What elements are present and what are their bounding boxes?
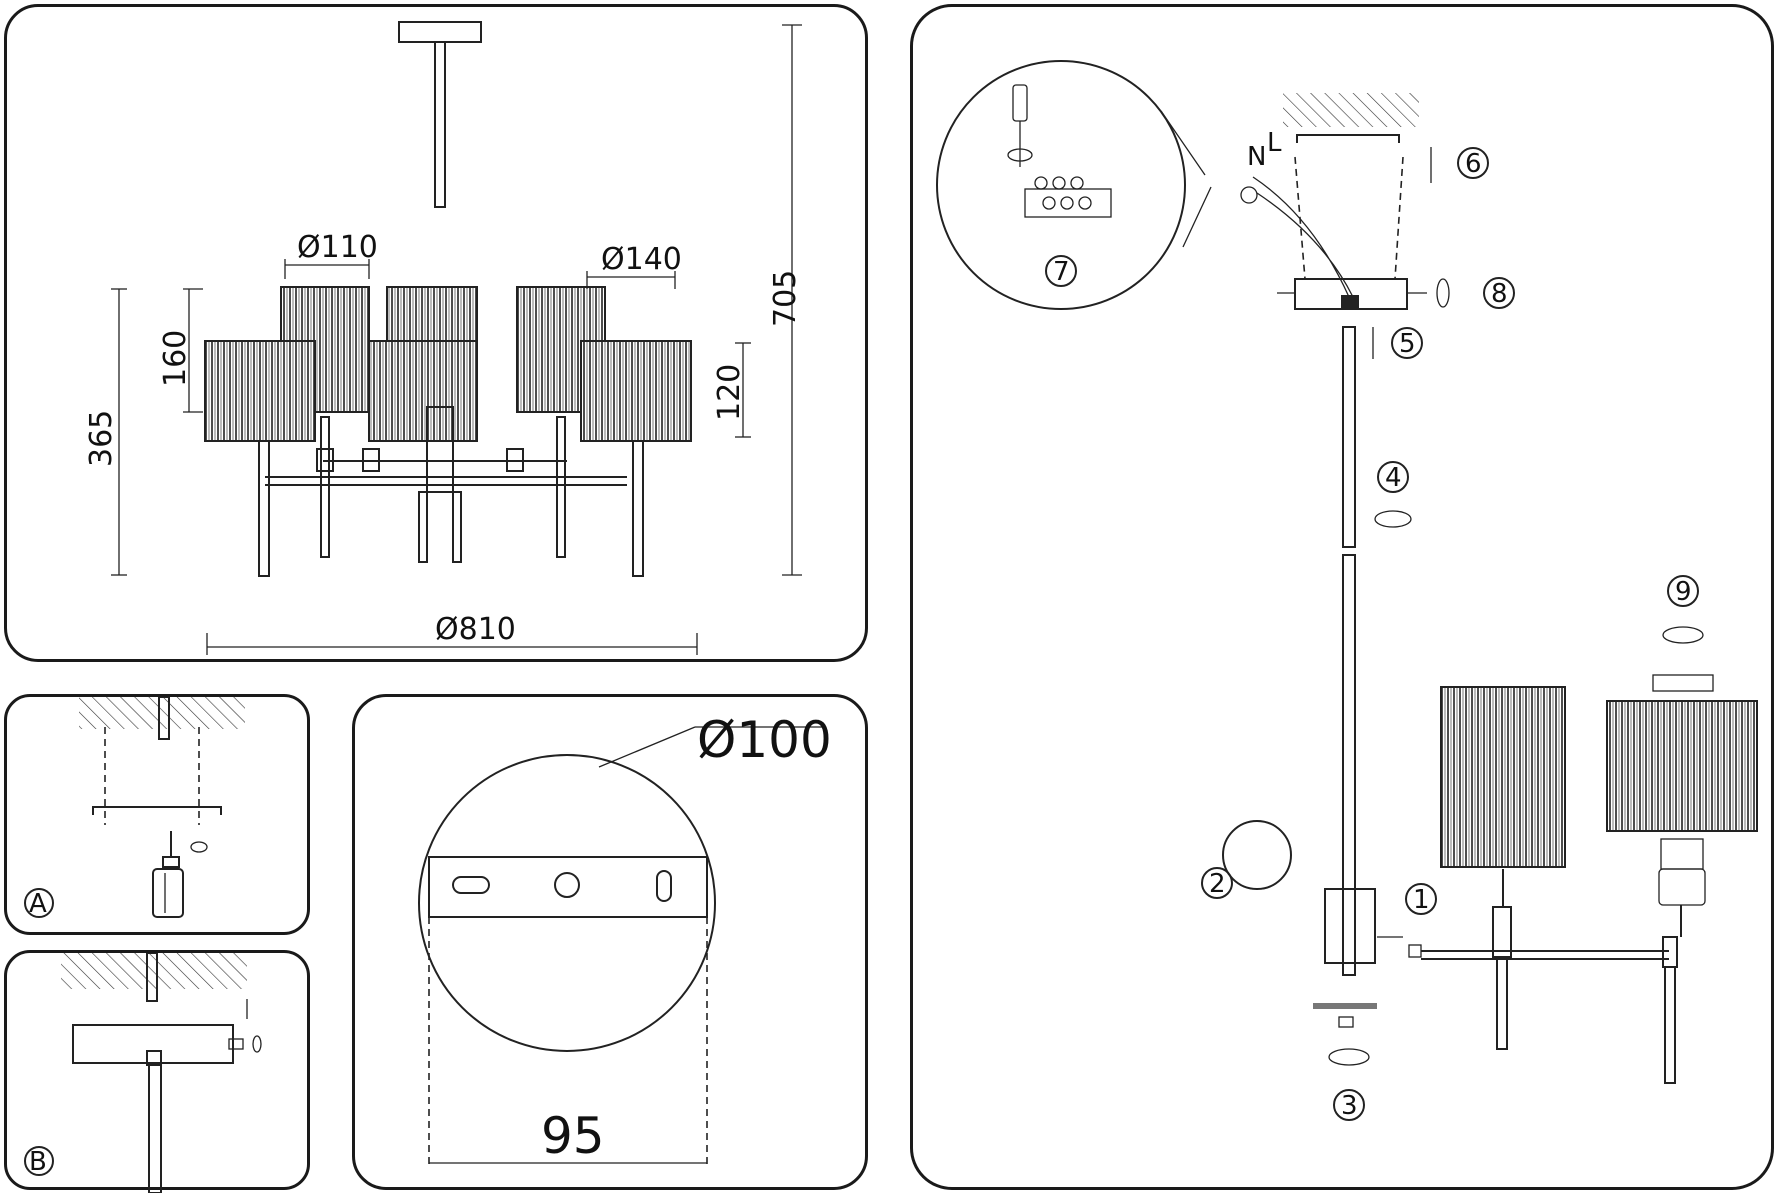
overview-panel: Ø110 Ø140 Ø810 705 365 160 120 <box>4 4 868 662</box>
ceiling-plate-drawing: Ø100 95 <box>418 711 832 1167</box>
rotate-icon <box>1007 148 1033 162</box>
panel-b-badge <box>24 1146 54 1176</box>
mounting-bar <box>428 856 708 918</box>
step-badge <box>1391 327 1423 359</box>
arm-joint <box>1492 906 1512 958</box>
candle-stem <box>1496 956 1508 1050</box>
dim-small-shade-diameter: Ø110 <box>297 230 378 265</box>
chandelier-frame <box>258 406 644 577</box>
plate-diameter: Ø100 <box>697 711 832 769</box>
step-badge <box>1405 883 1437 915</box>
lamp-shade <box>1440 686 1566 868</box>
lamp-shade <box>580 340 692 442</box>
panel-b-drawing: B <box>24 953 262 1193</box>
canopy <box>72 1024 234 1064</box>
dim-total-height: 705 <box>768 270 803 327</box>
ceiling-plate-panel: Ø100 95 <box>352 694 868 1190</box>
step-badge <box>1377 461 1409 493</box>
rotate-icon <box>1328 1048 1370 1066</box>
step-5-label: 5 <box>1399 329 1416 359</box>
ceiling <box>61 953 247 989</box>
panel-a-drawing: A <box>24 697 245 919</box>
lamp-shade <box>1606 700 1758 832</box>
finial-nut <box>1338 1016 1354 1028</box>
rotate-icon <box>190 841 208 853</box>
panel-b-label: B <box>29 1147 47 1177</box>
step-7-label: 7 <box>1053 257 1070 287</box>
ceiling <box>1283 93 1419 127</box>
wiring-detail-circle <box>936 60 1186 310</box>
panel-a-label: A <box>29 889 47 919</box>
bracket-width: 95 <box>541 1107 605 1165</box>
ceiling-stud <box>158 697 170 740</box>
panel-a-badge <box>24 888 54 918</box>
screwdriver-icon <box>152 831 184 918</box>
center-hole <box>554 872 580 898</box>
panel-b: B <box>4 950 310 1193</box>
ground-icon <box>1240 186 1258 204</box>
lamp-socket <box>1660 838 1704 870</box>
step-2-label: 2 <box>1209 869 1226 899</box>
ceiling <box>79 697 245 729</box>
wire-detail-circle <box>1222 820 1292 890</box>
canopy <box>398 21 482 43</box>
terminal-block <box>1024 176 1112 218</box>
step-4-label: 4 <box>1385 463 1402 493</box>
suspension-rod <box>148 1064 162 1193</box>
step-8-label: 8 <box>1491 279 1508 309</box>
screw-icon <box>228 1038 244 1050</box>
step-badge <box>1333 1089 1365 1121</box>
dimension-lines <box>111 24 802 655</box>
step-badge <box>1045 255 1077 287</box>
step-badge <box>1483 277 1515 309</box>
step-badge <box>1667 575 1699 607</box>
dim-body-height: 365 <box>84 410 119 467</box>
step-badge <box>1201 867 1233 899</box>
ceiling-stud <box>146 953 158 1002</box>
dim-small-shade-height: 160 <box>158 330 193 387</box>
dim-total-width: Ø810 <box>435 612 516 647</box>
mounting-bracket <box>92 806 222 815</box>
chandelier-drawing: Ø110 Ø140 Ø810 705 365 160 120 <box>84 21 803 655</box>
rotate-icon <box>252 1035 262 1053</box>
step-badge <box>1457 147 1489 179</box>
step-3-label: 3 <box>1341 1091 1358 1121</box>
rod-segment <box>1342 554 1356 976</box>
candle-stem <box>1664 966 1676 1084</box>
assembly-panel: 7 N L 6 8 5 4 2 1 <box>910 4 1774 1190</box>
screwdriver-icon <box>1012 84 1028 167</box>
central-hub <box>1324 888 1376 964</box>
wire-live: L <box>1267 128 1282 158</box>
wire-neutral: N <box>1247 142 1266 172</box>
rotate-icon <box>1662 626 1704 644</box>
slot-hole <box>452 876 490 894</box>
step-6-label: 6 <box>1465 149 1482 179</box>
rotate-icon <box>1436 278 1450 308</box>
dim-large-shade-diameter: Ø140 <box>601 242 682 277</box>
step-9-label: 9 <box>1675 577 1692 607</box>
rotate-icon <box>1374 510 1412 528</box>
lamp-shade <box>204 340 316 442</box>
mounting-bracket <box>1296 134 1400 143</box>
panel-a: A <box>4 694 310 935</box>
slot-hole <box>656 870 672 902</box>
dim-large-shade-height: 120 <box>712 364 747 421</box>
lamp-shade <box>368 340 478 442</box>
step-1-label: 1 <box>1413 885 1430 915</box>
suspension-rod <box>434 41 446 208</box>
shade-ring <box>1652 674 1714 692</box>
bottom-cap <box>1313 1003 1377 1009</box>
ceiling-plate <box>418 754 716 1052</box>
assembly-drawing: 7 N L 6 8 5 4 2 1 <box>936 60 1758 1121</box>
supply-wires <box>1252 176 1354 298</box>
rod-segment <box>1342 326 1356 548</box>
